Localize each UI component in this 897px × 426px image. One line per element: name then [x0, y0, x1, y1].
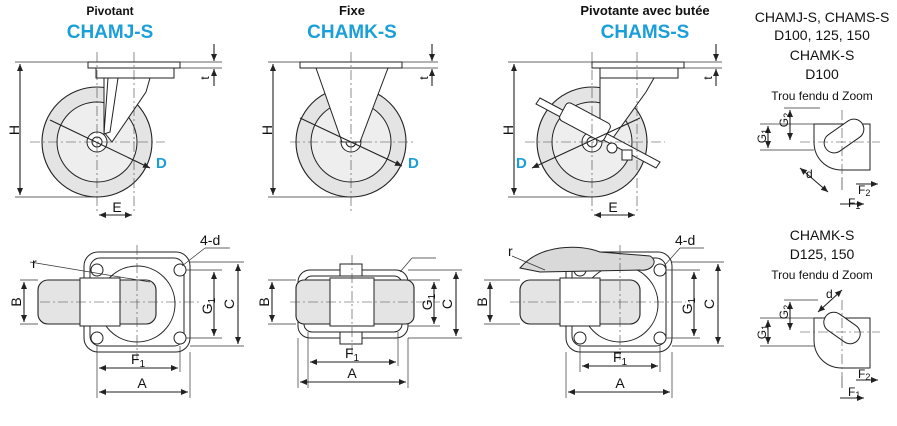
stop-b-label: B [474, 297, 490, 306]
slot2-f2-label: F2 [858, 367, 870, 382]
slot1-d-label: d [806, 167, 813, 181]
swivel-a-label: A [137, 375, 147, 391]
swivel-code: CHAMJ-S [67, 22, 154, 43]
swivel-e-label: E [112, 199, 121, 215]
stop-a-label: A [615, 375, 625, 391]
swivel-r-label: r [32, 255, 37, 271]
stop-code: CHAMS-S [601, 22, 690, 43]
swivel-g1-label: G1 [199, 297, 218, 314]
note-bottom-line2: D125, 150 [790, 246, 855, 262]
slot1-g1-label: G1 [755, 129, 770, 143]
stop-e-label: E [608, 199, 617, 215]
stop-h-label: H [500, 125, 516, 135]
note-bottom-line3: Trou fendu d Zoom [771, 268, 873, 282]
note-top-line1: CHAMJ-S, CHAMS-S [755, 9, 890, 25]
slot1-f1-label: F1 [848, 196, 860, 211]
stop-c-label: C [701, 299, 717, 309]
stop-holes-label: 4-d [675, 232, 695, 248]
stop-f1-label: F1 [613, 349, 628, 368]
fixed-top-view: B G1 C F1 A [256, 255, 462, 388]
fixed-t-label: t [417, 76, 431, 80]
slot2-g1-label: G1 [755, 325, 770, 339]
slot2-g2-label: G2 [777, 305, 792, 319]
fixed-g1-label: G1 [419, 293, 438, 310]
fixed-d-label: D [408, 155, 419, 172]
fixed-c-label: C [439, 299, 455, 309]
fixed-side-view: D H t [259, 44, 438, 212]
slot-detail-bottom: d G1 G2 F2 F1 [755, 287, 880, 401]
swivel-subtitle: Pivotant [86, 4, 133, 18]
note-top-line3: CHAMK-S [790, 47, 855, 63]
swivel-holes-label: 4-d [200, 232, 220, 248]
slot1-f2-label: F2 [858, 183, 870, 198]
swivel-f1-label: F1 [131, 351, 146, 370]
stop-side-view: D H t E [500, 44, 722, 218]
stop-t-label: t [701, 76, 715, 80]
stop-d-label: D [516, 155, 527, 172]
slot2-f1-label: F1 [848, 385, 860, 400]
fixed-a-label: A [347, 365, 357, 381]
stop-g1-label: G1 [679, 297, 698, 314]
swivel-t-label: t [198, 76, 212, 80]
note-top-line4: D100 [805, 66, 839, 82]
swivel-d-label: D [156, 155, 167, 172]
slot1-g2-label: G2 [777, 113, 792, 127]
note-top-line2: D100, 125, 150 [774, 27, 870, 43]
fixed-f1-label: F1 [345, 345, 360, 364]
swivel-top-view: r 4-d B G1 C F1 A [8, 232, 244, 398]
fixed-h-label: H [259, 125, 275, 135]
note-bottom-line1: CHAMK-S [790, 227, 855, 243]
stop-r-label: r [508, 243, 513, 259]
swivel-side-view: D H t E [6, 44, 222, 218]
note-top-line5: Trou fendu d Zoom [771, 89, 873, 103]
swivel-c-label: C [221, 299, 237, 309]
side-notes: CHAMJ-S, CHAMS-S D100, 125, 150 CHAMK-S … [755, 9, 890, 282]
swivel-b-label: B [8, 297, 24, 306]
swivel-h-label: H [6, 125, 22, 135]
slot-detail-top: G1 G2 d F2 F1 [755, 107, 880, 211]
stop-subtitle: Pivotante avec butée [580, 3, 709, 18]
fixed-subtitle: Fixe [339, 3, 365, 18]
slot2-d-label: d [826, 287, 833, 301]
stop-top-view: r 4-d B G1 C F1 A [474, 232, 724, 398]
fixed-b-label: B [256, 297, 272, 306]
fixed-code: CHAMK-S [307, 22, 397, 43]
